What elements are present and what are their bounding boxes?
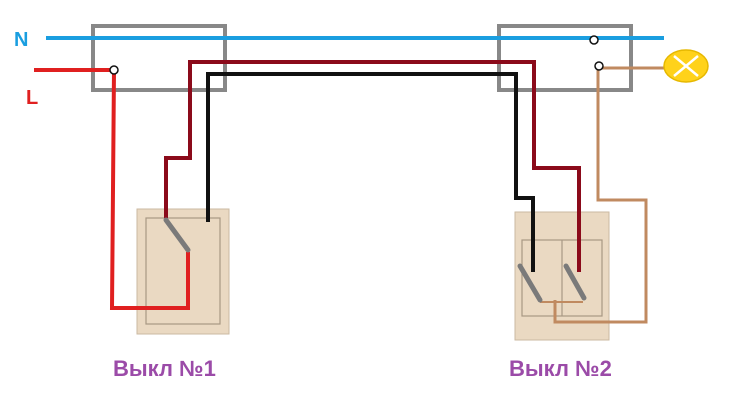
terminal-left-box <box>109 65 119 75</box>
line-wire <box>34 68 190 310</box>
lamp-icon <box>663 49 709 83</box>
junction-box-left <box>91 24 227 92</box>
switch1-label: Выкл №1 <box>113 356 216 381</box>
line-label: L <box>26 87 38 109</box>
terminal-right-box-neutral <box>589 35 599 45</box>
switch1-lever <box>163 217 191 253</box>
lamp-wire <box>553 68 648 324</box>
switch2-lever-b <box>563 263 587 301</box>
switch2-label: Выкл №2 <box>509 356 612 381</box>
terminal-right-box-lamp <box>594 61 604 71</box>
junction-box-right <box>497 24 633 92</box>
switch-2 <box>514 211 610 341</box>
traveler-wire-dark-red <box>164 60 581 272</box>
traveler-wire-black <box>206 72 535 272</box>
neutral-label: N <box>14 29 28 51</box>
switch2-lever-a <box>517 263 543 303</box>
switch-1 <box>136 208 230 335</box>
